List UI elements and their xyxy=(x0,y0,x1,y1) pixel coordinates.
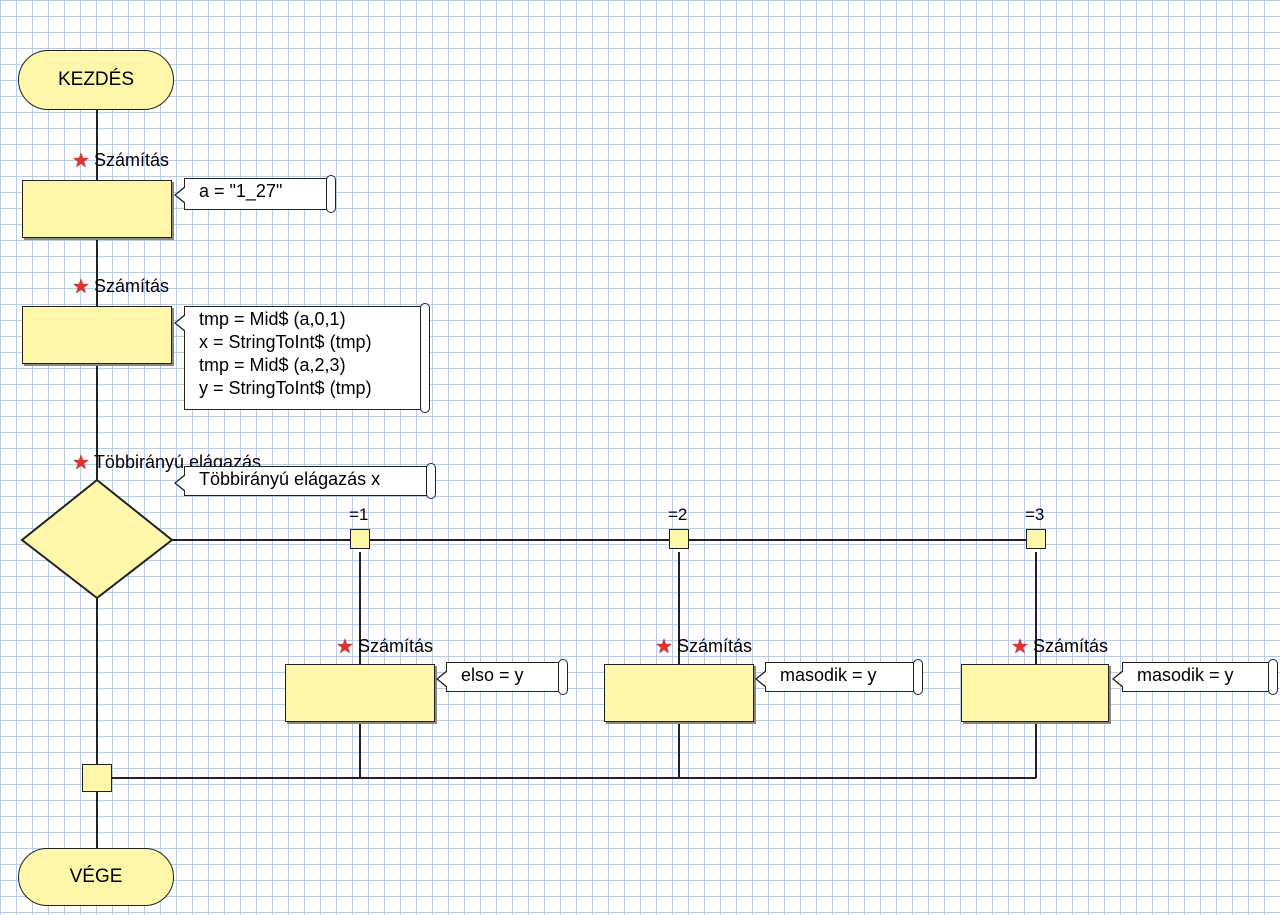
start-label: KEZDÉS xyxy=(57,69,135,90)
star-icon: ★ xyxy=(72,275,90,298)
scroll-icon xyxy=(420,303,430,413)
case-3-junction[interactable] xyxy=(1026,529,1046,549)
code-line: tmp = Mid$ (a,0,1) xyxy=(199,309,346,329)
star-icon: ★ xyxy=(655,635,673,658)
code-note-2[interactable]: tmp = Mid$ (a,0,1) x = StringToInt$ (tmp… xyxy=(174,303,430,413)
star-icon: ★ xyxy=(336,635,354,658)
case-2-value: =2 xyxy=(668,505,688,524)
scroll-icon xyxy=(426,463,436,499)
start-terminal[interactable]: KEZDÉS xyxy=(18,50,174,110)
case-2-code-note[interactable]: masodik = y xyxy=(755,659,923,695)
case-3-process-box[interactable] xyxy=(961,664,1109,722)
code-line: Többirányú elágazás x xyxy=(199,469,381,489)
code-note-1[interactable]: a = "1_27" xyxy=(174,175,336,213)
code-line: a = "1_27" xyxy=(199,181,283,201)
process-box-2[interactable] xyxy=(22,306,172,364)
scroll-icon xyxy=(1268,659,1278,695)
step-2-label: ★ Számítás xyxy=(72,275,169,298)
code-line: x = StringToInt$ (tmp) xyxy=(199,332,372,352)
scroll-icon xyxy=(913,659,923,695)
code-line: y = StringToInt$ (tmp) xyxy=(199,378,372,398)
case-1-junction[interactable] xyxy=(350,529,370,549)
decision-diamond xyxy=(20,478,174,600)
case-3-value: =3 xyxy=(1025,505,1045,524)
code-line: masodik = y xyxy=(1137,665,1234,685)
star-icon: ★ xyxy=(72,149,90,172)
code-line: tmp = Mid$ (a,2,3) xyxy=(199,355,346,375)
scroll-icon xyxy=(326,175,336,213)
code-line: elso = y xyxy=(461,665,524,685)
case-2-step-label: ★ Számítás xyxy=(655,635,752,658)
switch-note[interactable]: Többirányú elágazás x xyxy=(174,463,436,499)
code-line: masodik = y xyxy=(780,665,877,685)
scroll-icon xyxy=(558,659,568,695)
end-terminal[interactable]: VÉGE xyxy=(18,848,174,906)
case-1-process-box[interactable] xyxy=(285,664,435,722)
case-1-step-label: ★ Számítás xyxy=(336,635,433,658)
star-icon: ★ xyxy=(72,451,90,474)
star-icon: ★ xyxy=(1011,635,1029,658)
end-label: VÉGE xyxy=(69,866,123,887)
case-1-value: =1 xyxy=(349,505,369,524)
case-3-step-label: ★ Számítás xyxy=(1011,635,1108,658)
case-2-junction[interactable] xyxy=(669,529,689,549)
step-1-label: ★ Számítás xyxy=(72,149,169,172)
case-3-code-note[interactable]: masodik = y xyxy=(1112,659,1278,695)
process-box-1[interactable] xyxy=(22,180,172,238)
case-1-code-note[interactable]: elso = y xyxy=(436,659,568,695)
case-2-process-box[interactable] xyxy=(604,664,754,722)
merge-junction[interactable] xyxy=(82,764,112,792)
